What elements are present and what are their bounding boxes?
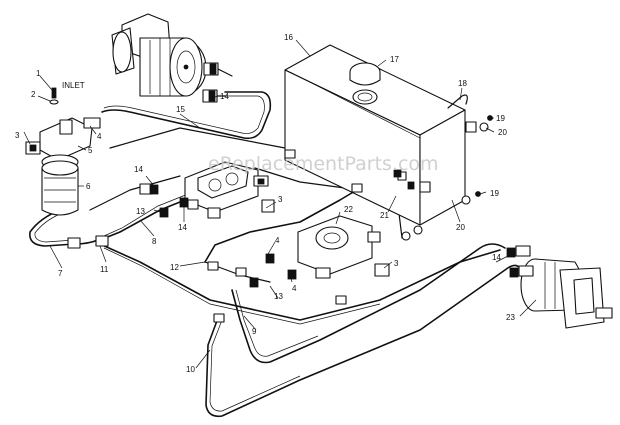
label-part-3-mid: 3	[278, 195, 283, 204]
hose-15	[101, 91, 272, 140]
hose-7-inner	[34, 213, 75, 243]
label-part-18: 18	[458, 79, 467, 88]
hose-8-inner	[103, 193, 189, 237]
hose-7	[28, 209, 99, 247]
label-part-10: 10	[186, 365, 195, 374]
label-part-15: 15	[176, 105, 185, 114]
top-motor	[111, 13, 233, 103]
label-part-3-left: 3	[15, 131, 20, 140]
bottom-motor	[506, 245, 613, 329]
filter-assembly	[25, 87, 101, 216]
label-inlet: INLET	[62, 81, 85, 90]
label-part-11: 11	[100, 265, 109, 274]
label-part-14-motor: 14	[220, 92, 229, 101]
label-part-14-mid: 14	[178, 223, 187, 232]
hose-15-inner	[103, 95, 265, 134]
label-part-13-lower: 13	[274, 292, 283, 301]
label-part-8: 8	[152, 237, 157, 246]
label-part-17: 17	[390, 55, 399, 64]
label-part-20-lower: 20	[456, 223, 465, 232]
label-part-21: 21	[380, 211, 389, 220]
label-part-22: 22	[344, 205, 353, 214]
hydraulic-tank	[284, 44, 466, 226]
label-part-4-left: 4	[97, 132, 102, 141]
control-valve-lower	[249, 215, 390, 288]
label-part-13-upper: 13	[136, 207, 145, 216]
leader-lines	[23, 39, 537, 369]
label-part-16: 16	[284, 33, 293, 42]
label-part-19-lower: 19	[490, 189, 499, 198]
label-part-19-upper: 19	[496, 114, 505, 123]
label-part-2: 2	[31, 90, 36, 99]
label-part-23: 23	[506, 313, 515, 322]
hose-10	[205, 264, 521, 418]
label-part-9: 9	[252, 327, 257, 336]
control-valve-upper	[139, 161, 275, 219]
hose-10-inner	[209, 319, 301, 412]
label-part-14-upper: 14	[134, 165, 143, 174]
watermark: eReplacementParts.com	[208, 153, 439, 175]
part-labels: INLET 1 2 3 4 5 6 7 8 11 12 13 14 14 14 …	[15, 33, 515, 374]
label-part-6: 6	[86, 182, 91, 191]
hose-11-inner	[103, 247, 381, 325]
label-part-20-upper: 20	[498, 128, 507, 137]
label-part-4-lower: 4	[292, 284, 297, 293]
hardware	[67, 94, 493, 323]
hose-9	[231, 243, 506, 364]
hose-9-inner	[235, 289, 319, 357]
label-part-3-right: 3	[394, 259, 399, 268]
label-part-7: 7	[58, 269, 63, 278]
label-part-5: 5	[88, 146, 93, 155]
label-part-12: 12	[170, 263, 179, 272]
hose-left-mid	[89, 175, 181, 211]
label-part-14-lower: 14	[492, 253, 501, 262]
label-part-4-mid: 4	[275, 236, 280, 245]
hose-12	[204, 187, 361, 263]
label-part-1: 1	[36, 69, 41, 78]
